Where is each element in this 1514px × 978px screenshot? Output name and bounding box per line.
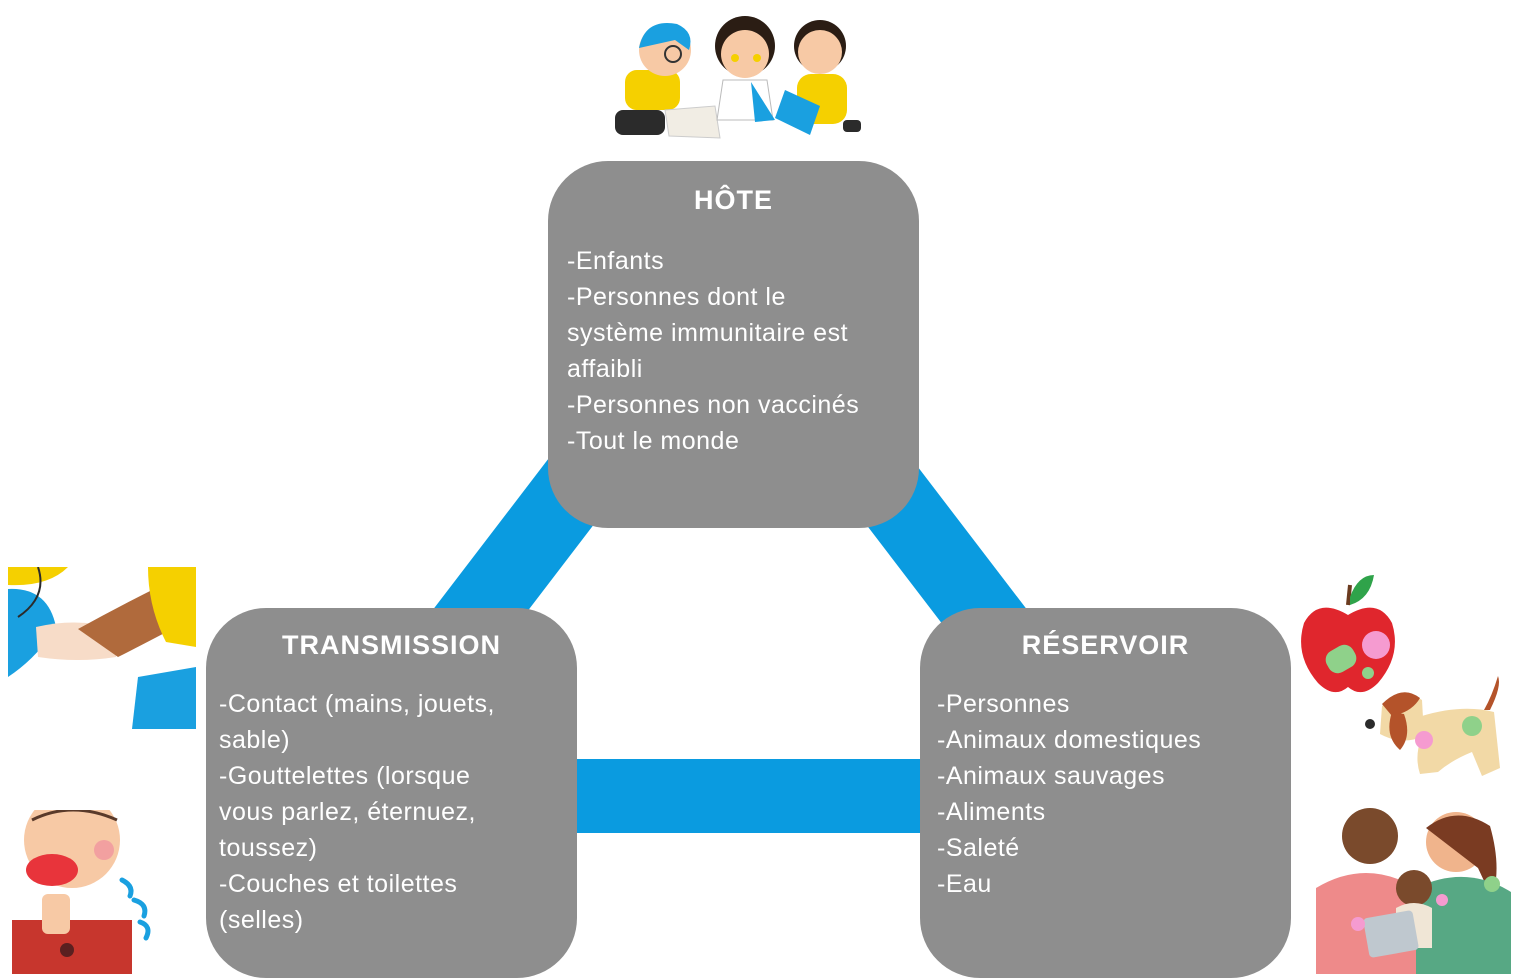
connector-transmission-reservoir: [560, 759, 940, 833]
transmission-line: -Contact (mains, jouets,: [219, 690, 495, 718]
host-line: -Enfants: [567, 247, 665, 275]
reservoir-list: -Personnes -Animaux domestiques -Animaux…: [937, 686, 1282, 902]
host-box: HÔTE -Enfants -Personnes dont le système…: [548, 161, 919, 528]
transmission-line: -Gouttelettes (lorsque: [219, 762, 471, 790]
transmission-title: TRANSMISSION: [281, 630, 501, 660]
host-line: -Tout le monde: [567, 427, 740, 455]
reservoir-line: -Eau: [937, 870, 992, 898]
host-list: -Enfants -Personnes dont le système immu…: [567, 243, 912, 459]
transmission-line: (selles): [219, 906, 304, 934]
reservoir-line: -Animaux domestiques: [937, 726, 1202, 754]
sneezing-child-illustration: [12, 810, 151, 974]
host-line: -Personnes non vaccinés: [567, 391, 860, 419]
transmission-line: toussez): [219, 834, 318, 862]
transmission-line: vous parlez, éternuez,: [219, 798, 476, 826]
family-germs-illustration: [1316, 808, 1511, 974]
host-line: système immunitaire est: [567, 319, 849, 347]
reservoir-box: RÉSERVOIR -Personnes -Animaux domestique…: [920, 608, 1291, 978]
apple-germs-illustration: [1301, 575, 1395, 693]
children-illustration: [615, 16, 861, 139]
transmission-line: -Couches et toilettes: [219, 870, 458, 898]
transmission-line: sable): [219, 726, 291, 754]
host-title: HÔTE: [693, 185, 773, 215]
transmission-box: TRANSMISSION -Contact (mains, jouets, sa…: [206, 608, 577, 978]
host-line: -Personnes dont le: [567, 283, 786, 311]
reservoir-line: -Saleté: [937, 834, 1020, 862]
reservoir-line: -Aliments: [937, 798, 1046, 826]
reservoir-line: -Animaux sauvages: [937, 762, 1166, 790]
reservoir-title: RÉSERVOIR: [1021, 630, 1190, 660]
transmission-list: -Contact (mains, jouets, sable) -Gouttel…: [219, 686, 564, 938]
holding-hands-illustration: [8, 567, 196, 729]
reservoir-line: -Personnes: [937, 690, 1070, 718]
dog-germs-illustration: [1365, 676, 1500, 776]
host-line: affaibli: [567, 355, 643, 383]
